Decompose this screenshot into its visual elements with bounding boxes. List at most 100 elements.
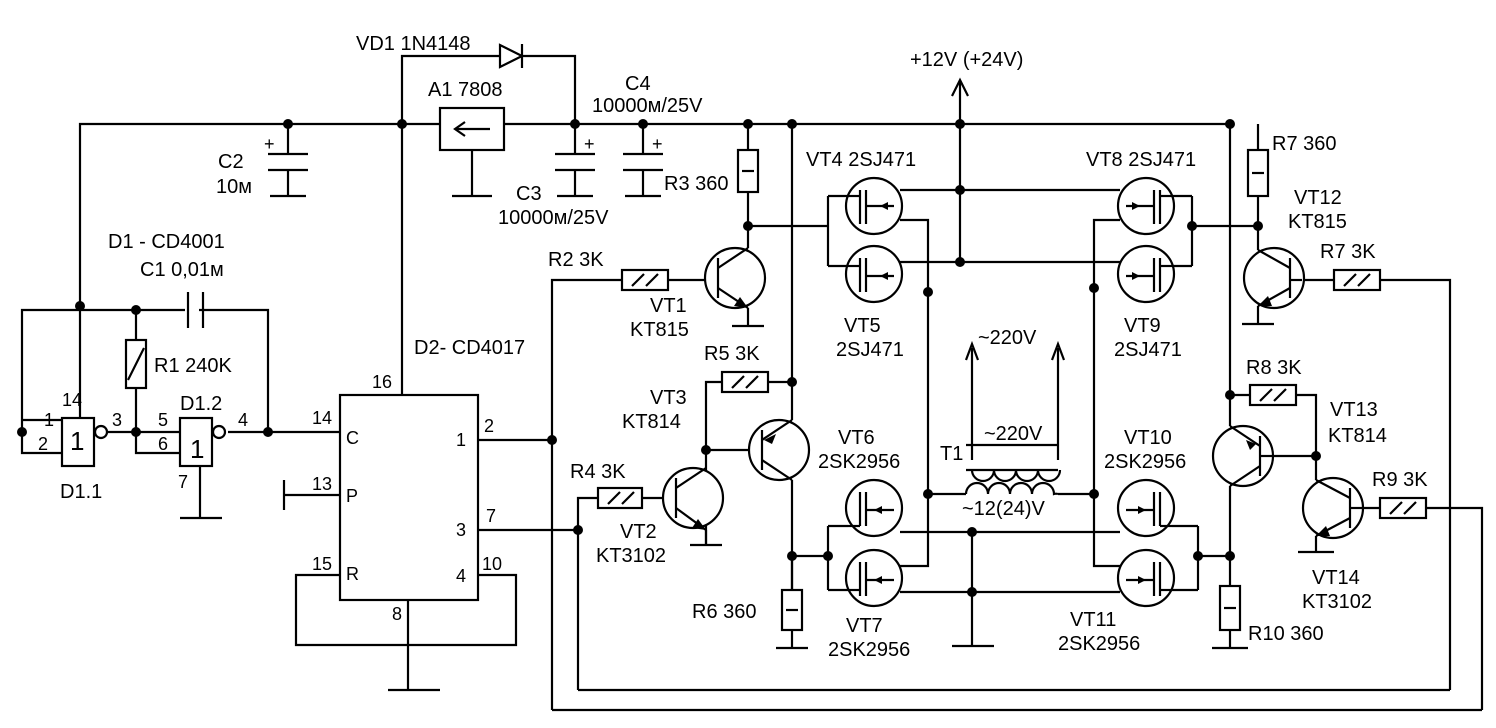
component-labels: VD1 1N4148 A1 7808 C4 10000м/25V C3 1000… bbox=[60, 33, 1428, 661]
label-r10: R10 360 bbox=[1248, 623, 1324, 645]
label-vt13: VT13 bbox=[1330, 399, 1378, 421]
label-vd1: VD1 1N4148 bbox=[356, 33, 471, 55]
label-vt10-type: 2SK2956 bbox=[1104, 451, 1186, 473]
label-c4: C4 bbox=[625, 73, 651, 95]
resistor-r1 bbox=[124, 338, 148, 390]
label-d1: D1 - CD4001 bbox=[108, 231, 225, 253]
label-vt5-type: 2SJ471 bbox=[836, 339, 904, 361]
label-t1: T1 bbox=[940, 443, 963, 465]
label-vt1: VT1 bbox=[650, 295, 687, 317]
pin-d2-13: 13 bbox=[312, 474, 332, 494]
transistor-vt1 bbox=[703, 246, 767, 310]
label-d2: D2- CD4017 bbox=[414, 337, 525, 359]
label-vt9: VT9 bbox=[1124, 315, 1161, 337]
label-r8: R8 3K bbox=[1246, 357, 1302, 379]
label-vt14: VT14 bbox=[1312, 567, 1360, 589]
label-c2-value: 10м bbox=[216, 176, 252, 198]
resistor-r9 bbox=[1378, 496, 1428, 520]
label-vt13-type: KT814 bbox=[1328, 425, 1387, 447]
label-vt3-type: KT814 bbox=[622, 411, 681, 433]
mosfet-vt7 bbox=[844, 548, 904, 608]
plus-c4: + bbox=[652, 134, 663, 154]
label-r4: R4 3K bbox=[570, 461, 626, 483]
pin-d2-1: 1 bbox=[456, 430, 466, 450]
gate-d1-2 bbox=[178, 416, 227, 468]
transformer-t1 bbox=[928, 340, 1094, 496]
transistor-vt14 bbox=[1301, 476, 1365, 540]
pin-d2-16: 16 bbox=[372, 372, 392, 392]
input-p: P bbox=[346, 486, 358, 506]
label-v220-coil: ~220V bbox=[984, 423, 1043, 445]
label-d1-2: D1.2 bbox=[180, 393, 222, 415]
label-r6: R6 360 bbox=[692, 601, 757, 623]
label-c3: C3 bbox=[516, 183, 542, 205]
label-vt3: VT3 bbox=[650, 387, 687, 409]
left-driver-section bbox=[550, 124, 1482, 712]
input-r: R bbox=[346, 564, 359, 584]
resistor-r2 bbox=[620, 268, 670, 292]
label-vt11: VT11 bbox=[1070, 609, 1116, 631]
label-vt12-type: KT815 bbox=[1288, 211, 1347, 233]
label-c3-value: 10000м/25V bbox=[498, 207, 609, 229]
mosfet-bridge bbox=[823, 185, 1258, 648]
pin-d1-3: 3 bbox=[112, 410, 122, 430]
label-vt6-type: 2SK2956 bbox=[818, 451, 900, 473]
label-c4-value: 10000м/25V bbox=[592, 95, 703, 117]
diode-vd1 bbox=[498, 43, 525, 69]
label-d1-1: D1.1 bbox=[60, 481, 102, 503]
resistor-r4 bbox=[596, 486, 644, 510]
label-a1: A1 7808 bbox=[428, 79, 503, 101]
pin-d2-15: 15 bbox=[312, 554, 332, 574]
label-v220-out: ~220V bbox=[978, 327, 1037, 349]
mosfet-vt11 bbox=[1116, 548, 1176, 608]
pin-d1-4: 4 bbox=[238, 410, 248, 430]
label-r3: R3 360 bbox=[664, 173, 729, 195]
label-c2: C2 bbox=[218, 151, 244, 173]
label-vt7: VT7 bbox=[846, 615, 883, 637]
label-r2: R2 3K bbox=[548, 249, 604, 271]
pin-d1-2: 2 bbox=[38, 434, 48, 454]
polarity-marks: + + + bbox=[264, 134, 663, 154]
resistor-r5 bbox=[720, 370, 770, 394]
label-vt2-type: KT3102 bbox=[596, 545, 666, 567]
input-c: C bbox=[346, 428, 359, 448]
label-supply: +12V (+24V) bbox=[910, 49, 1023, 71]
label-vt10: VT10 bbox=[1124, 427, 1172, 449]
pin-d2-7: 7 bbox=[486, 506, 496, 526]
plus-c2: + bbox=[264, 134, 275, 154]
resistor-r7-3k bbox=[1332, 268, 1382, 292]
resistor-r3 bbox=[736, 148, 760, 194]
resistor-r6 bbox=[780, 588, 804, 632]
transistor-vt3 bbox=[747, 418, 811, 482]
pin-d1-1: 1 bbox=[44, 410, 54, 430]
mosfet-vt9 bbox=[1116, 244, 1176, 304]
pin-d2-8: 8 bbox=[392, 604, 402, 624]
capacitor-c1 bbox=[185, 292, 205, 328]
pin-d2-14: 14 bbox=[312, 408, 332, 428]
label-vt4: VT4 2SJ471 bbox=[806, 149, 916, 171]
pin-d2-10: 10 bbox=[482, 554, 502, 574]
pin-d2-4: 4 bbox=[456, 566, 466, 586]
label-vt11-type: 2SK2956 bbox=[1058, 633, 1140, 655]
transistor-vt2 bbox=[661, 466, 725, 531]
regulator-a1 bbox=[438, 106, 506, 152]
label-r9: R9 3K bbox=[1372, 469, 1428, 491]
ic-pin-labels: 1 1 14 1 2 3 5 6 4 7 16 14 13 15 8 2 1 7… bbox=[38, 372, 502, 624]
mosfet-vt8 bbox=[1116, 176, 1176, 236]
gate-d1-2-symbol: 1 bbox=[190, 434, 204, 464]
label-vt1-type: KT815 bbox=[630, 319, 689, 341]
mosfet-vt5 bbox=[844, 244, 904, 304]
resistor-r7-360 bbox=[1246, 148, 1270, 198]
pin-d1-14: 14 bbox=[62, 390, 82, 410]
counter-d2 bbox=[282, 393, 583, 692]
mosfet-vt4 bbox=[844, 176, 904, 236]
mosfet-vt6 bbox=[844, 478, 904, 538]
label-vt7-type: 2SK2956 bbox=[828, 639, 910, 661]
gate-d1-1-symbol: 1 bbox=[70, 426, 84, 456]
resistor-r8 bbox=[1248, 383, 1298, 407]
label-vt14-type: KT3102 bbox=[1302, 591, 1372, 613]
pin-d2-3: 3 bbox=[456, 520, 466, 540]
label-vt8: VT8 2SJ471 bbox=[1086, 149, 1196, 171]
label-r5: R5 3K bbox=[704, 343, 760, 365]
